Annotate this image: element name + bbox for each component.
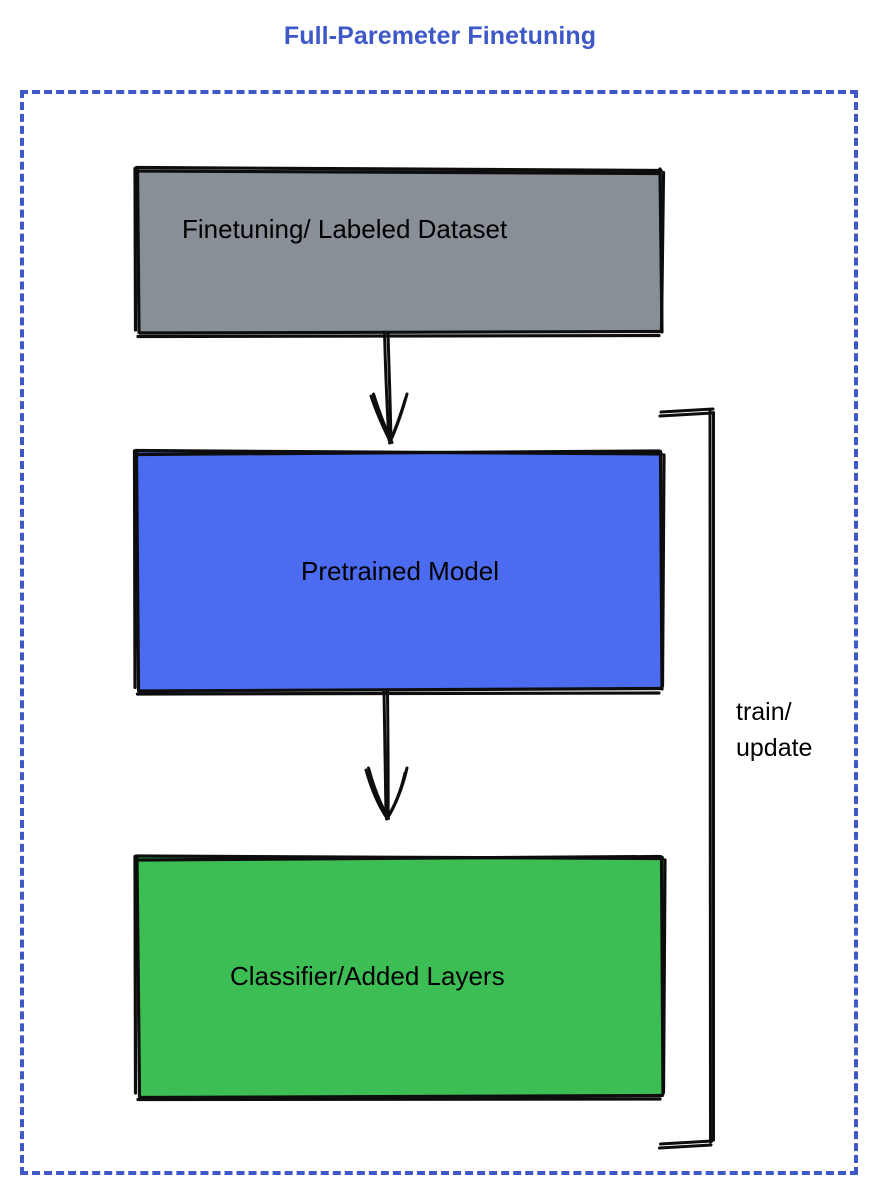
- node-label: Classifier/Added Layers: [230, 961, 505, 991]
- node-fill-gray: [138, 170, 662, 332]
- feedback-loop-label: train/ update: [736, 694, 856, 766]
- page-title: Full-Paremeter Finetuning: [283, 22, 597, 50]
- node-fill-green: [138, 856, 664, 1097]
- node-classifier-added-layers[interactable]: Classifier/Added Layers: [133, 854, 667, 1102]
- diagram-boundary-frame: [20, 90, 858, 1175]
- node-fill-blue: [138, 452, 662, 690]
- node-pretrained-model[interactable]: Pretrained Model: [132, 448, 666, 696]
- node-label: Finetuning/ Labeled Dataset: [182, 214, 508, 244]
- feedback-label-line-1: train/: [736, 698, 792, 726]
- node-finetuning-labeled-dataset[interactable]: Finetuning/ Labeled Dataset: [133, 165, 666, 339]
- node-label: Pretrained Model: [301, 555, 499, 586]
- feedback-label-line-2: update: [736, 734, 813, 762]
